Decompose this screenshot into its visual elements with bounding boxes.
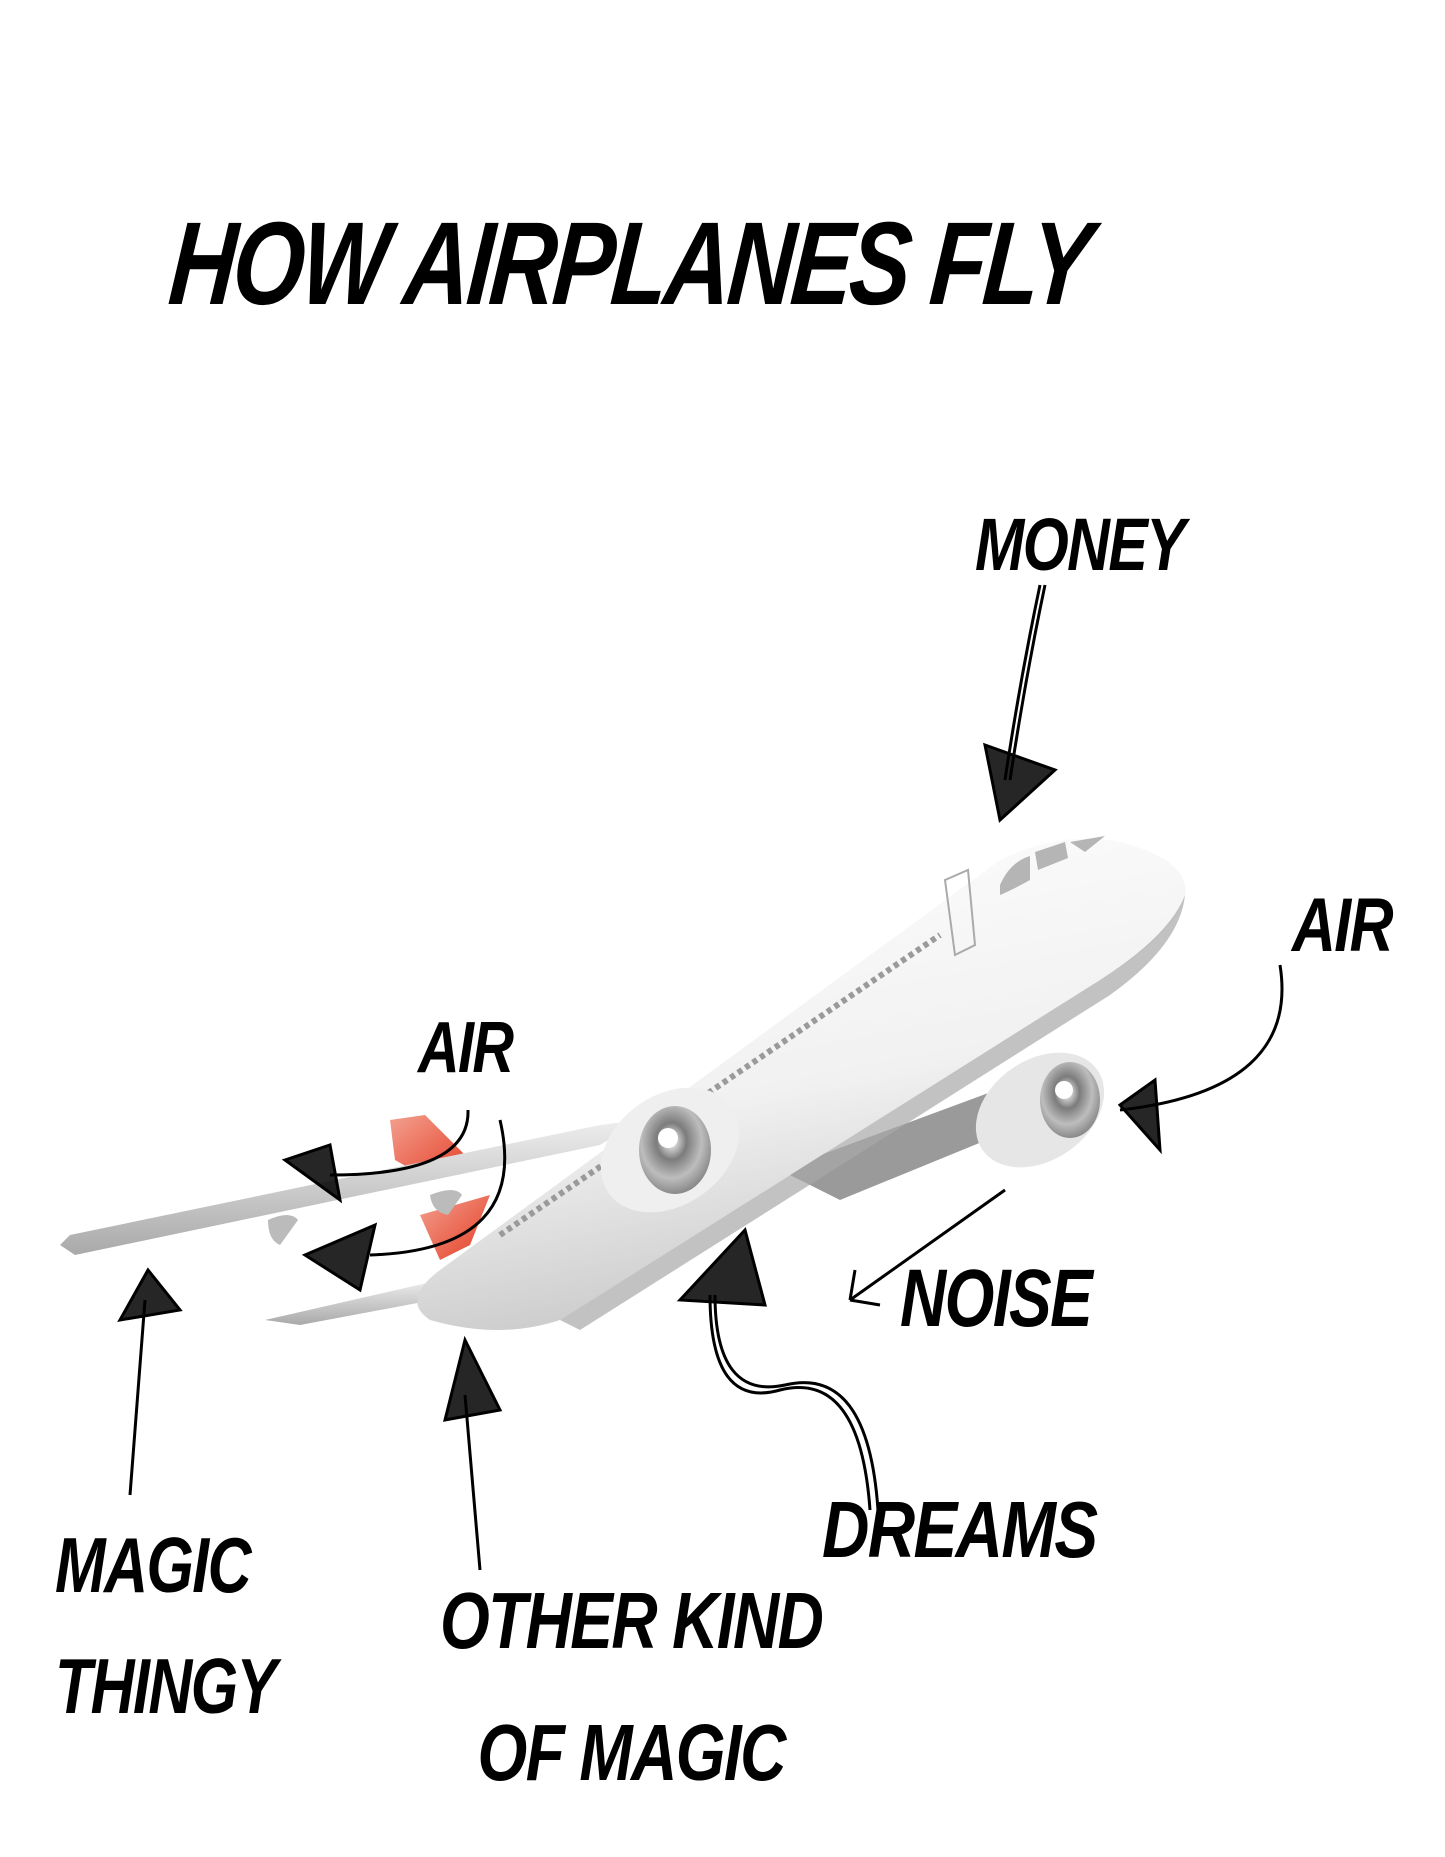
label-dreams: DREAMS [822, 1485, 1098, 1574]
label-air-right: AIR [1292, 883, 1394, 968]
label-other-magic-line2: OF MAGIC [477, 1708, 787, 1797]
fuselage [417, 838, 1186, 1330]
page-title: HOW AIRPLANES FLY [164, 198, 1095, 330]
door [943, 868, 977, 957]
label-noise: NOISE [900, 1253, 1093, 1344]
label-air-left: AIR [418, 1008, 514, 1088]
left-engine [600, 1087, 740, 1213]
label-magic-thingy: MAGIC THINGY [55, 1505, 277, 1747]
cockpit-windows [1000, 836, 1105, 895]
label-magic-thingy-line1: MAGIC [55, 1521, 252, 1609]
right-engine [975, 1052, 1105, 1168]
label-magic-thingy-line2: THINGY [55, 1641, 277, 1730]
annotation-arrows [117, 584, 1284, 1571]
horizontal-stabilizer [265, 1280, 460, 1325]
label-money: MONEY [975, 503, 1186, 586]
label-other-magic-line1: OTHER KIND [440, 1576, 824, 1665]
tail-fin [390, 1115, 490, 1260]
passenger-windows [498, 932, 942, 1238]
left-wing [60, 1120, 640, 1255]
label-other-kind-of-magic: OTHER KIND OF MAGIC [440, 1555, 824, 1819]
